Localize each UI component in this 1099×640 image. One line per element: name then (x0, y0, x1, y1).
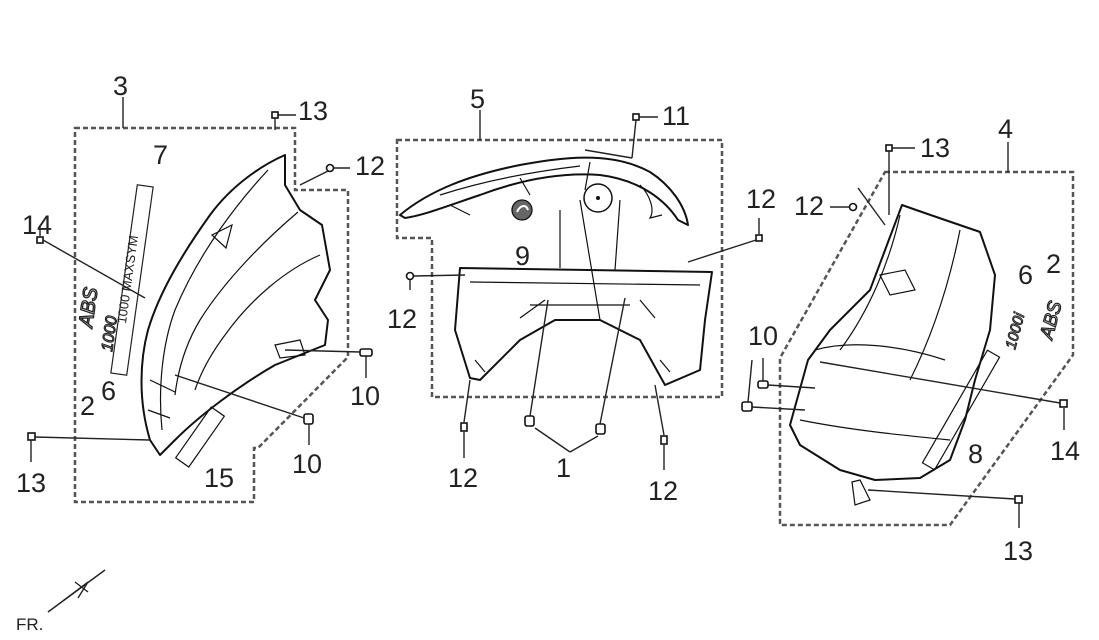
svg-text:1000i: 1000i (1002, 311, 1028, 351)
callout-2-left: 2 (80, 391, 95, 421)
callout-13-top-left: 13 (298, 96, 328, 126)
callout-12-top-left: 12 (355, 151, 385, 181)
callout-5: 5 (470, 84, 485, 114)
callout-12-center-right: 12 (746, 184, 776, 214)
front-direction-indicator: FR. (16, 569, 106, 634)
callout-13-top-right: 13 (920, 133, 950, 163)
callout-1: 1 (556, 453, 571, 483)
screw-14-right (819, 361, 1068, 430)
decal-15 (174, 406, 226, 468)
screw-12-top-right (830, 187, 886, 226)
right-side-cover-part (789, 204, 996, 481)
clip-10-left-a (284, 348, 373, 378)
center-lower-panel-part (454, 267, 713, 386)
clip-10-left-b (174, 374, 314, 445)
svg-text:1000: 1000 (99, 315, 121, 353)
group-3-left-cover: 1000 MAXSYM ABS 1000 (16, 71, 385, 504)
callout-4: 4 (998, 114, 1013, 144)
front-label: FR. (16, 615, 43, 634)
group-4-boundary (778, 170, 1075, 527)
screw-14-left (36, 225, 146, 299)
left-side-cover-part (140, 154, 331, 456)
screw-12-center-bottom-left (460, 379, 471, 458)
callout-10-left-a: 10 (350, 381, 380, 411)
callout-14-right: 14 (1050, 436, 1080, 466)
callout-12-center-bottom-left: 12 (448, 463, 478, 493)
screw-13-top-right (885, 144, 915, 215)
screw-11 (584, 113, 658, 159)
callout-3: 3 (113, 71, 128, 101)
model-decal-7-text: 1000 MAXSYM (114, 234, 141, 324)
screw-12-center-bottom-right (654, 384, 668, 470)
screw-12-center-right (687, 218, 763, 263)
screw-13-top-left (271, 111, 296, 130)
abs-decal-right-text: ABS (1036, 299, 1066, 342)
abs-decal-left-text: ABS (75, 285, 103, 329)
model-decal-8 (921, 349, 1001, 471)
screw-13-bottom-right (867, 489, 1023, 528)
callout-9: 9 (515, 241, 530, 271)
callout-12-center-bottom-right: 12 (648, 476, 678, 506)
model-decal-7: 1000 MAXSYM (110, 184, 154, 376)
callout-13-bottom-right: 13 (1003, 536, 1033, 566)
screw-12-center-left (405, 271, 466, 290)
screw-12-top-left (299, 163, 350, 186)
group-3-boundary (73, 126, 350, 504)
group-4-right-cover: 1000i ABS (741, 114, 1080, 566)
abs-decal-2-left: ABS (74, 285, 103, 331)
callout-13-bottom-left: 13 (16, 468, 46, 498)
abs-decal-2-right: ABS (1036, 298, 1068, 343)
fuel-cap-9 (511, 183, 613, 221)
callout-6-right: 6 (1018, 260, 1033, 290)
model-decal-6-right: 1000i (1002, 310, 1029, 351)
callout-7: 7 (153, 140, 168, 170)
callout-11: 11 (662, 101, 690, 131)
clips-1 (524, 297, 626, 453)
clips-10-right (741, 358, 816, 412)
callout-12-center-left: 12 (387, 304, 417, 334)
callout-10-right: 10 (748, 321, 778, 351)
callout-6-left: 6 (101, 376, 116, 406)
group-5-center-panel: 5 11 9 12 12 12 1 12 (387, 84, 776, 506)
group-5-boundary (395, 138, 724, 399)
callout-8: 8 (968, 439, 983, 469)
screw-13-bottom-left (27, 432, 151, 462)
model-decal-6-left: 1000 (99, 314, 122, 353)
callout-14-left: 14 (22, 210, 52, 240)
center-top-arch-part (399, 156, 689, 226)
callout-10-left-b: 10 (292, 449, 322, 479)
callout-12-top-right: 12 (794, 191, 824, 221)
callout-15: 15 (204, 463, 234, 493)
callout-2-right: 2 (1046, 249, 1061, 279)
front-arrow-icon (47, 569, 106, 613)
